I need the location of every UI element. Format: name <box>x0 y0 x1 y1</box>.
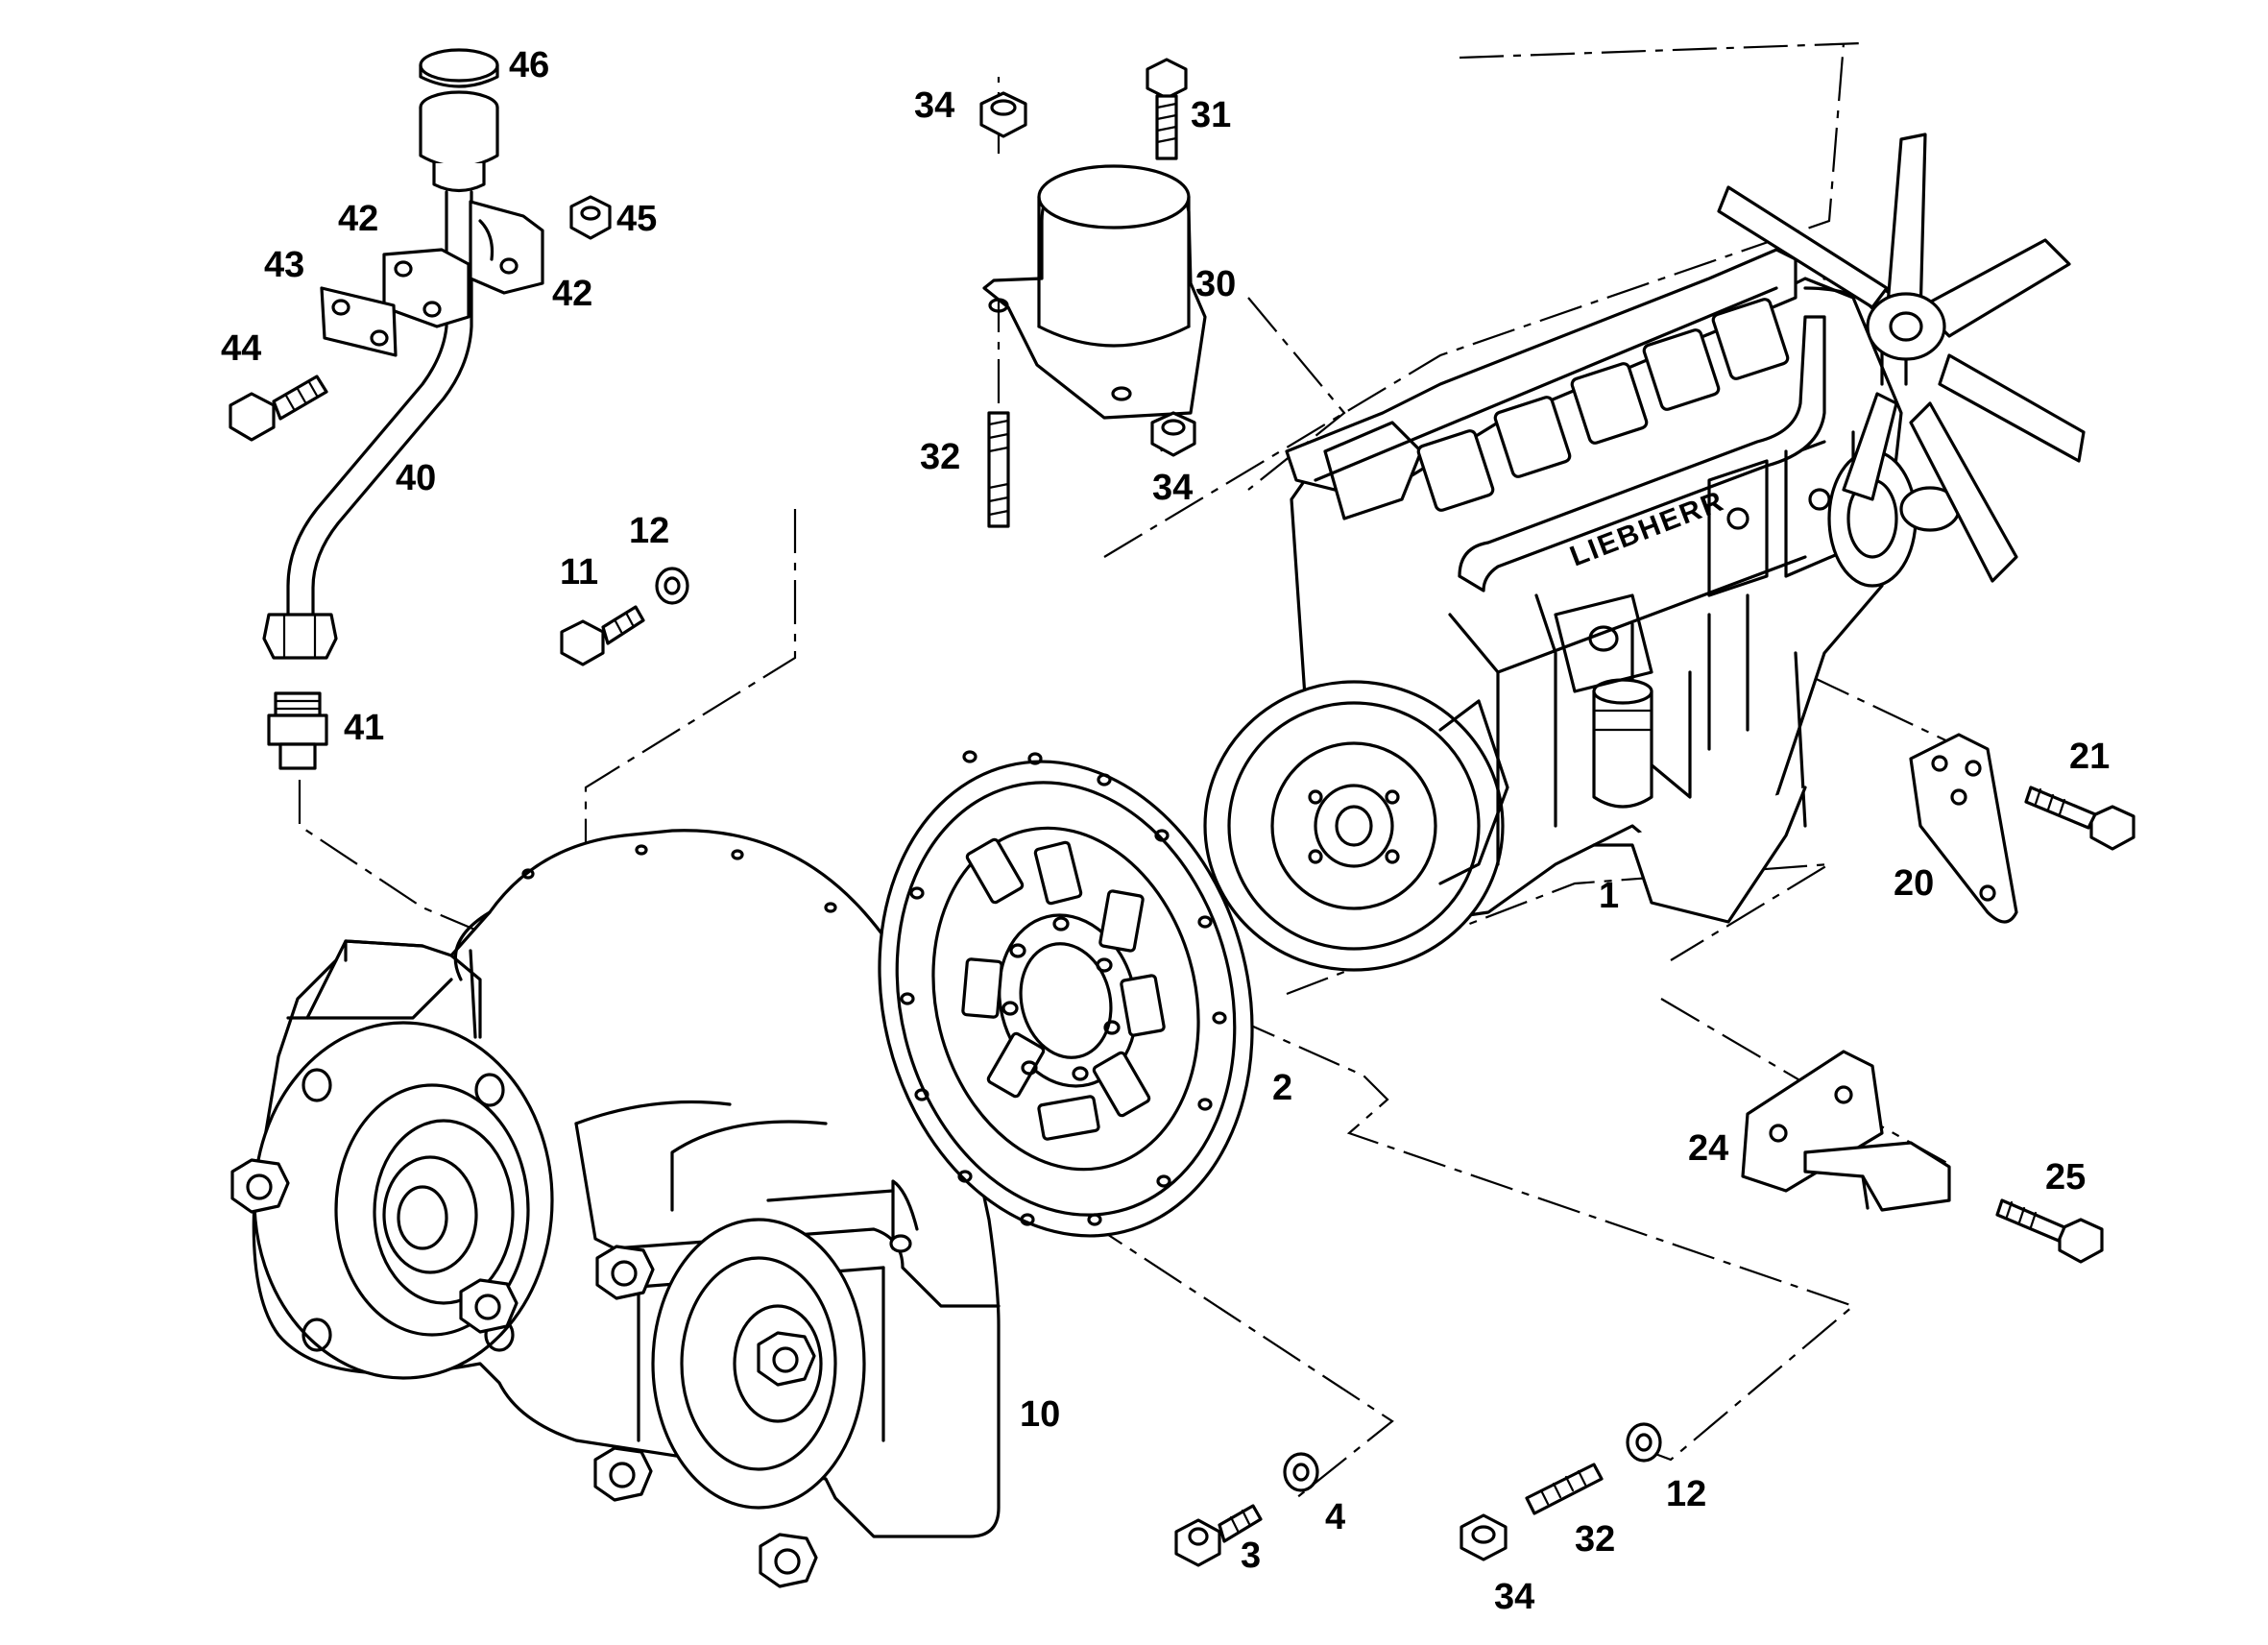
fitting-part-41 <box>267 691 328 770</box>
label-part-1: 1 <box>1599 876 1619 916</box>
bolt-part-44 <box>229 375 328 442</box>
label-part-11: 11 <box>560 552 598 593</box>
nut-part-34-bottom <box>1460 1513 1508 1561</box>
stud-part-32-top <box>987 411 1010 528</box>
label-part-24: 24 <box>1688 1128 1728 1169</box>
gearbox-part-10 <box>230 829 1001 1588</box>
label-part-42-right: 42 <box>552 274 592 314</box>
fan-blades <box>1717 133 2086 583</box>
cap-part-46 <box>419 48 499 88</box>
label-part-34-top: 34 <box>914 85 954 126</box>
label-part-34-bottom: 34 <box>1494 1577 1534 1617</box>
pipe-part-40 <box>262 90 499 660</box>
bolt-part-31 <box>1146 58 1188 160</box>
nut-part-34-top <box>979 91 1027 138</box>
label-part-4: 4 <box>1325 1497 1345 1537</box>
label-part-21: 21 <box>2069 737 2110 777</box>
label-part-46: 46 <box>509 45 549 85</box>
bolt-part-21 <box>2024 786 2135 851</box>
label-part-34-middle: 34 <box>1152 468 1193 508</box>
label-part-44: 44 <box>221 328 261 369</box>
label-part-31: 31 <box>1191 95 1231 135</box>
bracket-part-24 <box>1741 1050 1951 1212</box>
nut-part-45 <box>569 195 612 240</box>
washer-part-4 <box>1283 1452 1319 1492</box>
label-part-43: 43 <box>264 245 304 285</box>
label-part-32-bottom: 32 <box>1575 1519 1615 1560</box>
label-part-25: 25 <box>2045 1157 2086 1197</box>
bolt-part-25 <box>1995 1198 2104 1264</box>
label-part-12-lower: 12 <box>1666 1474 1706 1514</box>
nut-part-34-middle <box>1150 411 1196 457</box>
damper-disc-part-2 <box>878 750 1254 1238</box>
part-labels: 46 42 45 43 42 44 40 41 11 12 34 31 30 3… <box>221 45 2110 1617</box>
label-part-45: 45 <box>616 199 657 239</box>
plate-part-43 <box>320 286 398 357</box>
label-part-2: 2 <box>1272 1068 1292 1108</box>
bolt-part-3 <box>1174 1504 1263 1567</box>
label-part-32-top: 32 <box>920 437 960 477</box>
label-part-12-upper: 12 <box>629 511 669 551</box>
label-part-41: 41 <box>344 708 384 748</box>
label-part-10: 10 <box>1020 1394 1060 1435</box>
label-part-3: 3 <box>1241 1536 1261 1576</box>
label-part-30: 30 <box>1195 264 1236 304</box>
label-part-42-top: 42 <box>338 199 378 239</box>
clamp-part-42 <box>382 200 544 328</box>
cover-part-30 <box>982 164 1207 420</box>
stud-part-32-bottom <box>1525 1463 1604 1515</box>
bracket-part-20 <box>1909 733 2018 924</box>
bolt-part-11 <box>560 605 645 666</box>
engine-part-1: LIEBHERR <box>1203 248 1961 972</box>
washer-part-12-upper <box>655 567 689 605</box>
washer-part-12-lower <box>1626 1422 1662 1463</box>
spring-pockets <box>961 837 1166 1141</box>
label-part-40: 40 <box>396 458 436 498</box>
label-part-20: 20 <box>1894 863 1934 904</box>
